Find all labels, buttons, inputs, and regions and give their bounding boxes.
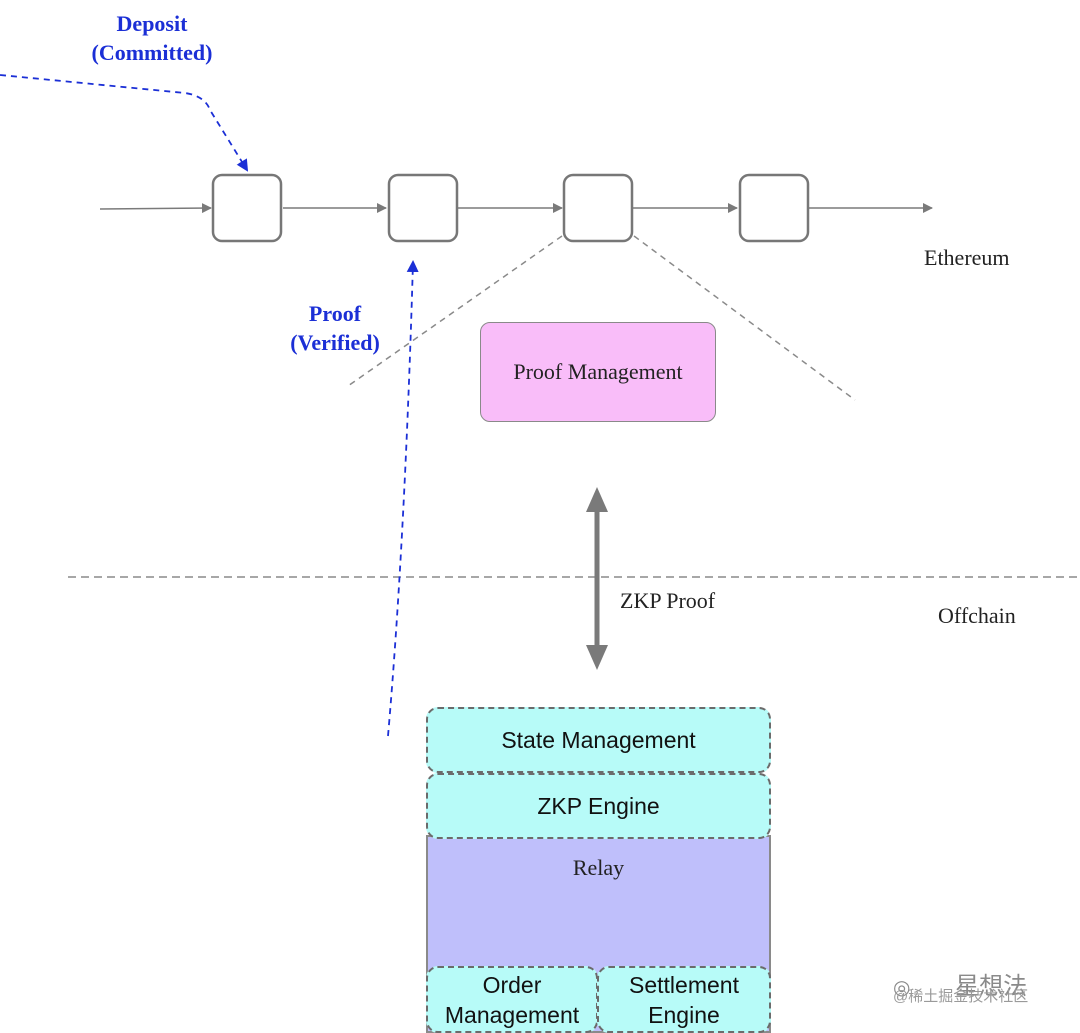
zkp-arrowhead-up (586, 487, 608, 512)
settlement-engine-label-line2: Engine (648, 1001, 720, 1028)
offchain-component-stack: Relay State Management ZKP Engine Order … (426, 707, 771, 1033)
deposit-label-line1: Deposit (116, 11, 188, 36)
zkp-engine-label: ZKP Engine (537, 793, 660, 819)
watermark-text: 星想法 (955, 973, 1028, 1000)
zkp-engine-layer: ZKP Engine (426, 773, 771, 839)
proof-management-label: Proof Management (513, 359, 683, 384)
chain-arrow-in (99, 203, 212, 214)
proof-label-line2: (Verified) (290, 330, 380, 355)
deposit-label: Deposit (Committed) (70, 9, 234, 67)
state-management-layer: State Management (426, 707, 771, 773)
deposit-label-line2: (Committed) (91, 40, 213, 65)
settlement-engine-label-line1: Settlement (629, 971, 739, 998)
watermark: ◎ 星想法 (893, 966, 1027, 1001)
relay-label: Relay (572, 855, 625, 880)
order-management-label-line1: Order (482, 971, 542, 998)
state-management-label: State Management (501, 727, 696, 753)
block-1 (211, 173, 283, 243)
watermark-subtext: @稀土掘金技术社区 (893, 988, 1029, 1005)
zoom-line-right (633, 235, 856, 401)
zkp-arrowhead-down (586, 645, 608, 670)
block-4 (738, 173, 810, 243)
proof-label: Proof (Verified) (270, 299, 400, 357)
offchain-label: Offchain (938, 603, 1016, 628)
order-management-layer: Order Management (426, 966, 598, 1033)
block-2 (387, 173, 459, 243)
order-management-label-line2: Management (444, 1001, 580, 1028)
deposit-arrow (0, 74, 249, 172)
proof-management-box: Proof Management (480, 322, 716, 422)
watermark-icon: ◎ (893, 977, 911, 999)
ethereum-label: Ethereum (924, 245, 1010, 270)
settlement-engine-layer: Settlement Engine (597, 966, 771, 1033)
proof-label-line1: Proof (308, 301, 362, 326)
block-3 (562, 173, 634, 243)
proof-arrow (387, 260, 419, 737)
zkp-proof-label: ZKP Proof (620, 588, 716, 613)
order-management-label: Order Management (445, 970, 579, 1030)
settlement-engine-label: Settlement Engine (629, 970, 739, 1030)
